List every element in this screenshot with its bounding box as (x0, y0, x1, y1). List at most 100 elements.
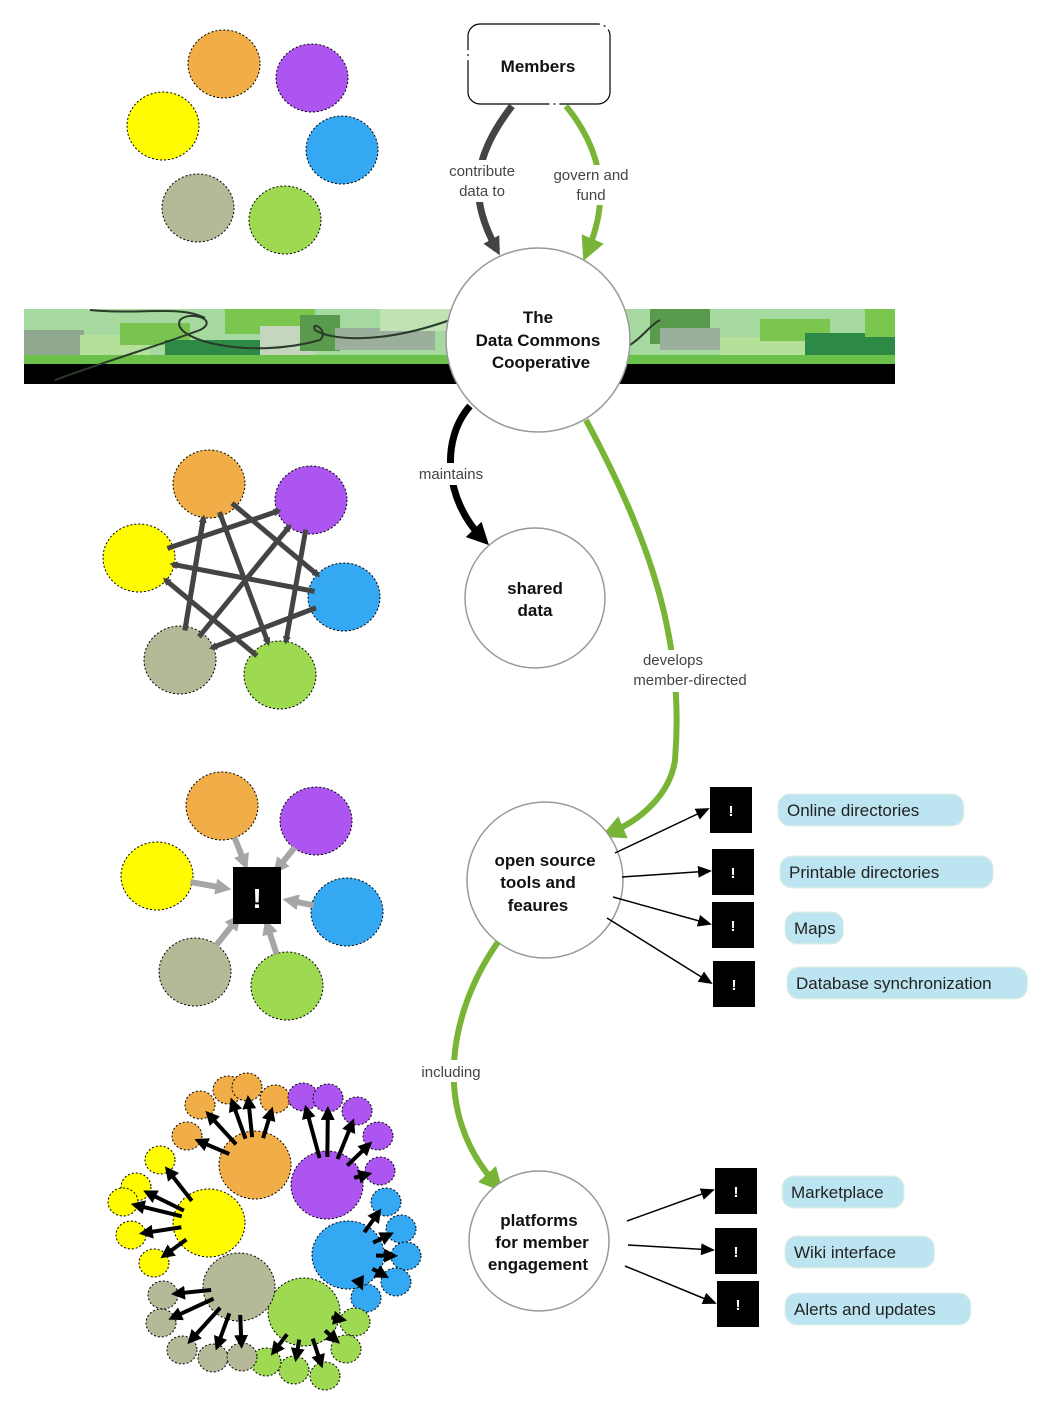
engagement-arrow (194, 1138, 231, 1156)
orange-hub-circle (218, 1130, 292, 1200)
engagement-arrow (187, 1306, 222, 1345)
blue-satellite-circle (390, 1241, 422, 1271)
yellow-member-circle (126, 91, 200, 161)
tools-node: open source tools and feaures (466, 801, 624, 959)
feature-label: Maps (794, 919, 836, 938)
orange-satellite-circle (171, 1121, 203, 1151)
edge-label-develops-1: develops (643, 652, 703, 669)
yellow-member-circle (102, 523, 176, 593)
feature-pill (786, 966, 1028, 1000)
tools-feature-item: !Maps (612, 896, 844, 948)
yellow-satellite-circle (115, 1220, 147, 1250)
tools-label-1: open source (494, 851, 595, 870)
engagement-arrow (351, 1275, 364, 1291)
engagement-arrow (168, 1296, 215, 1321)
tools-feature-item: !Online directories (614, 787, 965, 854)
engagement-arrow (170, 1285, 212, 1300)
alert-glyph: ! (734, 1244, 739, 1261)
engagement-arrow (234, 1314, 249, 1350)
blue-member-circle (305, 115, 379, 185)
shared-data-label-1: shared (507, 579, 563, 598)
alert-icon (715, 1228, 757, 1274)
orange-member-circle (187, 29, 261, 99)
khaki-member-circle (161, 173, 235, 243)
tools-feature-list: !Online directories!Printable directorie… (606, 787, 1028, 1007)
khaki-satellite-circle (226, 1342, 258, 1372)
network-arrow (162, 577, 259, 658)
green-member-circle (250, 951, 324, 1021)
feature-arrow (606, 917, 713, 985)
alert-icon (712, 849, 754, 895)
yellow-satellite-circle (144, 1145, 176, 1175)
members-label: Members (501, 57, 576, 76)
engagement-arrow (371, 1265, 390, 1279)
alert-glyph: ! (732, 977, 737, 994)
feature-pill (784, 1292, 972, 1326)
alert-icon (717, 1281, 759, 1327)
engagement-arrow (290, 1339, 305, 1363)
engagement-arrow (323, 1329, 340, 1344)
blue-member-circle (310, 877, 384, 947)
engagement-arrow (302, 1104, 322, 1159)
edge-label-govern-1: govern and (553, 167, 628, 184)
alert-icon (713, 961, 755, 1007)
engagement-arrow (143, 1190, 185, 1213)
engagement-arrow (205, 1110, 238, 1146)
platform-feature-item: !Marketplace (626, 1168, 905, 1222)
feature-pill (784, 911, 844, 945)
edge-label-govern-2: fund (576, 187, 605, 204)
feature-pill (781, 1175, 905, 1209)
alert-glyph: ! (736, 1297, 741, 1314)
yellow-hub-circle (172, 1188, 246, 1258)
khaki-member-circle (158, 937, 232, 1007)
engagement-arrow (353, 1169, 373, 1184)
alert-icon (712, 902, 754, 948)
blue-satellite-circle (385, 1214, 417, 1244)
alert-glyph: ! (731, 865, 736, 882)
tool-arrow (231, 836, 249, 870)
feature-label: Alerts and updates (794, 1300, 936, 1319)
yellow-member-circle (120, 841, 194, 911)
khaki-hub-circle (202, 1252, 276, 1322)
green-satellite-circle (278, 1355, 310, 1385)
blue-satellite-circle (380, 1267, 412, 1297)
platforms-label-3: engagement (488, 1255, 588, 1274)
alert-icon (715, 1168, 757, 1214)
edge-develops (583, 418, 680, 839)
coop-node: The Data Commons Cooperative (445, 247, 631, 433)
green-satellite-circle (339, 1307, 371, 1337)
blue-hub-circle (311, 1220, 385, 1290)
network-arrow (182, 514, 207, 631)
edge-label-develops-2: member-directed (633, 672, 746, 689)
khaki-satellite-circle (147, 1280, 179, 1310)
green-member-circle (243, 640, 317, 710)
edge-label-maintains: maintains (419, 466, 483, 483)
engagement-arrow (270, 1333, 289, 1356)
purple-member-circle (275, 43, 349, 113)
engagement-arrow (164, 1166, 194, 1203)
engagement-arrow (320, 1105, 335, 1158)
feature-pill (779, 855, 994, 889)
orange-member-circle (185, 771, 259, 841)
purple-member-circle (274, 465, 348, 535)
feature-pill (784, 1235, 935, 1269)
feature-arrow (624, 1265, 717, 1304)
platforms-node: platforms for member engagement (468, 1170, 610, 1312)
alert-glyph: ! (734, 1184, 739, 1201)
feature-label: Online directories (787, 801, 919, 820)
engagement-arrow (138, 1224, 182, 1239)
tools-label-3: feaures (508, 896, 568, 915)
khaki-satellite-circle (197, 1343, 229, 1373)
platforms-label-2: for member (495, 1233, 589, 1252)
feature-arrow (627, 1243, 715, 1256)
blue-satellite-circle (350, 1283, 382, 1313)
feature-label: Database synchronization (796, 974, 992, 993)
tool-arrow (189, 878, 232, 895)
illustration-engagement-clusters (107, 1072, 422, 1391)
members-node: Members (467, 23, 611, 105)
shared-data-node: shared data (464, 527, 606, 669)
edge-label-including: including (421, 1064, 480, 1081)
engagement-arrow (331, 1310, 348, 1325)
green-satellite-circle (309, 1361, 341, 1391)
